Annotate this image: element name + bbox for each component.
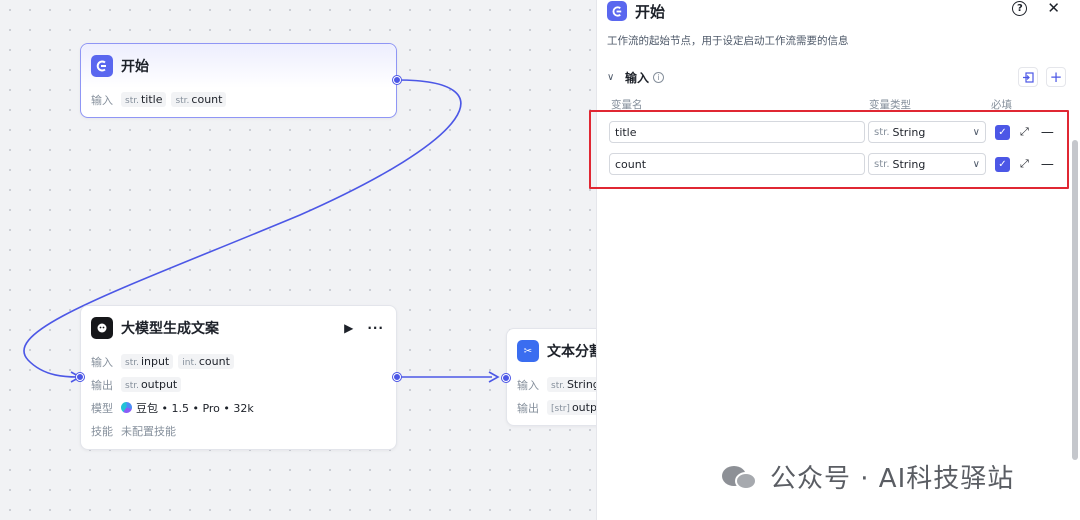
- col-header-type: 变量类型: [869, 99, 911, 111]
- llm-skill-value: 未配置技能: [121, 424, 176, 438]
- help-icon[interactable]: ?: [1012, 1, 1028, 16]
- doubao-model-icon: [121, 402, 132, 413]
- variable-row: title str.String ∨ ✓ ⤢ —: [609, 121, 1054, 143]
- llm-input-tag: int.count: [178, 354, 234, 369]
- llm-outputs-row: 输出 str.output: [81, 373, 396, 396]
- start-node-title: 开始: [121, 59, 149, 75]
- split-output-tag: [str]output: [547, 400, 596, 415]
- llm-node[interactable]: 大模型生成文案 ▶ ··· 输入 str.input int.count 输出 …: [76, 305, 401, 450]
- more-icon[interactable]: ···: [367, 321, 384, 335]
- split-input-tag: str.String: [547, 377, 596, 392]
- text-split-icon: ✂: [517, 340, 539, 362]
- info-icon[interactable]: i: [653, 71, 665, 83]
- llm-node-title: 大模型生成文案: [121, 321, 219, 337]
- start-node-inputs: 输入 str.title str.count: [81, 88, 396, 111]
- watermark-text: 公众号 · AI科技驿站: [770, 464, 1015, 494]
- variable-type-select[interactable]: str.String ∨: [868, 153, 986, 175]
- input-section-title: 输入: [625, 70, 650, 85]
- variable-name-input[interactable]: count: [609, 153, 865, 175]
- import-icon[interactable]: [1018, 67, 1038, 87]
- expand-icon[interactable]: ⤢: [1020, 125, 1029, 138]
- split-inputs-row: 输入 str.String: [507, 373, 596, 396]
- start-node[interactable]: 开始 输入 str.title str.count: [80, 43, 401, 118]
- checkbox-icon[interactable]: ✓: [995, 156, 1010, 172]
- add-icon[interactable]: +: [1046, 67, 1066, 87]
- wechat-logo-icon: [722, 462, 760, 492]
- expand-icon[interactable]: ⤢: [1020, 157, 1029, 170]
- chevron-down-icon: ∨: [972, 126, 980, 138]
- text-split-node[interactable]: ✂ 文本分割 输入 str.String 输出 [str]output: [502, 328, 596, 426]
- llm-node-header: 大模型生成文案 ▶ ···: [81, 306, 396, 350]
- llm-output-tag: str.output: [121, 377, 182, 392]
- llm-model-row: 模型 豆包 • 1.5 • Pro • 32k: [81, 396, 396, 419]
- panel-header: 开始: [607, 0, 1080, 22]
- variable-name-input[interactable]: title: [609, 121, 865, 143]
- watermark: 公众号 · AI科技驿站: [722, 458, 1014, 495]
- start-node-header: 开始: [81, 44, 396, 88]
- col-header-required: 必填: [991, 99, 1012, 111]
- split-node-title: 文本分割: [547, 344, 596, 360]
- start-output-port[interactable]: [393, 76, 401, 84]
- llm-icon: [91, 317, 113, 339]
- llm-input-label: 输入: [91, 355, 113, 369]
- llm-skill-row: 技能 未配置技能: [81, 419, 396, 442]
- panel-scrollbar[interactable]: [1072, 140, 1078, 460]
- chevron-down-icon[interactable]: ∨: [607, 71, 615, 83]
- panel-title: 开始: [635, 2, 666, 21]
- split-output-label: 输出: [517, 401, 539, 415]
- llm-input-port[interactable]: [76, 373, 84, 381]
- llm-inputs-row: 输入 str.input int.count: [81, 350, 396, 373]
- split-input-port[interactable]: [502, 374, 510, 382]
- start-input-tag: str.count: [171, 92, 227, 107]
- col-header-name: 变量名: [611, 99, 643, 111]
- node-config-panel: 开始 ? ✕ 工作流的起始节点，用于设定启动工作流需要的信息 ∨ 输入 i + …: [589, 0, 1080, 520]
- llm-model-value: 豆包 • 1.5 • Pro • 32k: [136, 401, 254, 415]
- annotation-highlight-box: [589, 110, 1069, 189]
- split-input-label: 输入: [517, 378, 539, 392]
- checkbox-icon[interactable]: ✓: [995, 124, 1010, 140]
- start-node-icon: [91, 55, 113, 77]
- variable-row: count str.String ∨ ✓ ⤢ —: [609, 153, 1054, 175]
- edge-start-to-llm: [23, 79, 462, 378]
- llm-output-port[interactable]: [393, 373, 401, 381]
- llm-input-tag: str.input: [121, 354, 174, 369]
- llm-skill-label: 技能: [91, 424, 113, 438]
- edge-arrow-split: [488, 371, 500, 383]
- llm-output-label: 输出: [91, 378, 113, 392]
- chevron-down-icon: ∨: [972, 158, 980, 170]
- input-section-header[interactable]: ∨ 输入 i +: [607, 67, 1066, 87]
- start-input-label: 输入: [91, 93, 113, 107]
- variable-type-select[interactable]: str.String ∨: [868, 121, 986, 143]
- start-node-icon: [607, 1, 627, 21]
- panel-description: 工作流的起始节点，用于设定启动工作流需要的信息: [607, 35, 849, 47]
- llm-model-label: 模型: [91, 401, 113, 415]
- remove-icon[interactable]: —: [1040, 156, 1054, 172]
- close-icon[interactable]: ✕: [1047, 0, 1060, 17]
- remove-icon[interactable]: —: [1040, 124, 1054, 140]
- split-outputs-row: 输出 [str]output: [507, 396, 596, 419]
- start-input-tag: str.title: [121, 92, 167, 107]
- split-node-header: ✂ 文本分割: [507, 329, 596, 373]
- workflow-canvas[interactable]: 开始 输入 str.title str.count 大模型生成文案 ▶ ··· …: [0, 0, 596, 520]
- play-icon[interactable]: ▶: [344, 321, 354, 335]
